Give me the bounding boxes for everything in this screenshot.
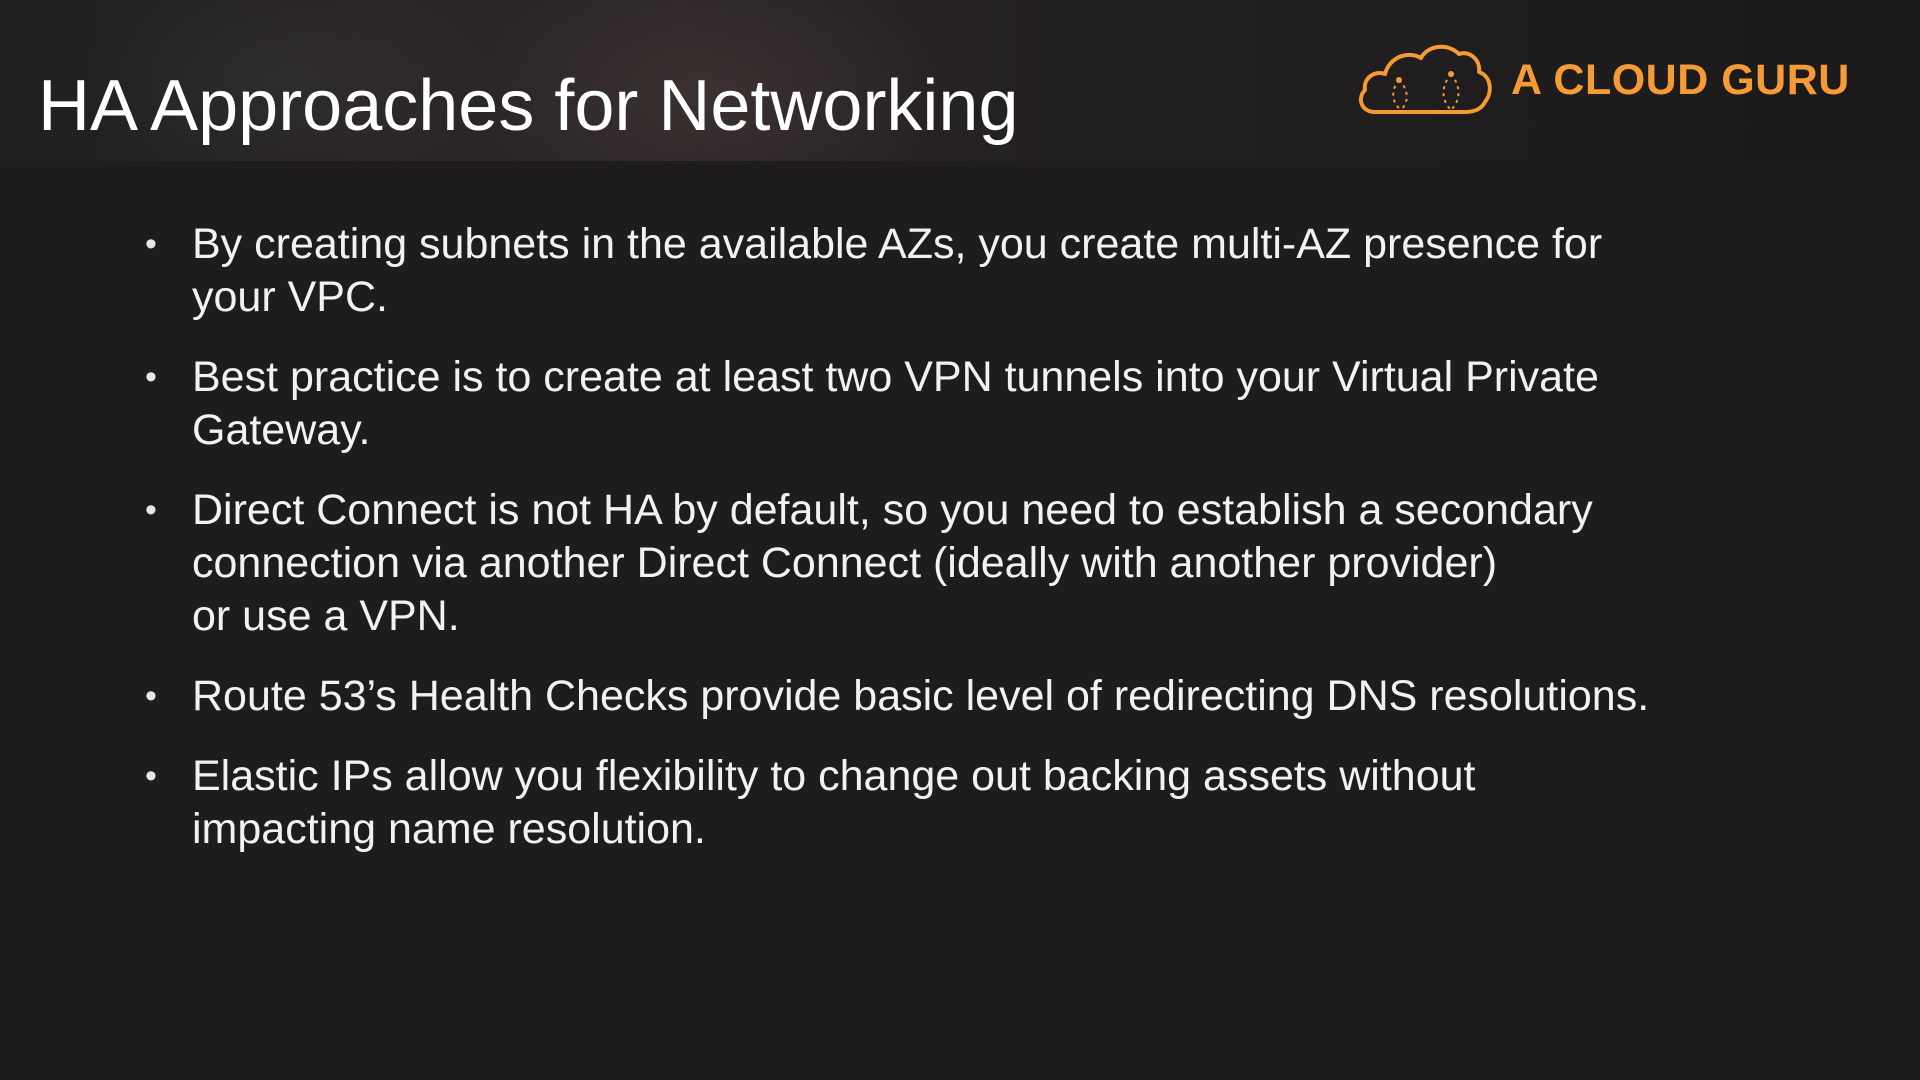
bullet-dot-icon: • bbox=[145, 491, 157, 529]
bullet-dot-icon: • bbox=[145, 757, 157, 795]
slide-header: HA Approaches for Networking A CLOUD GUR… bbox=[0, 0, 1920, 161]
slide-title: HA Approaches for Networking bbox=[38, 66, 1019, 146]
cloud-icon bbox=[1358, 44, 1492, 114]
bullet-dot-icon: • bbox=[145, 225, 157, 263]
bullet-item: • Direct Connect is not HA by default, s… bbox=[140, 484, 1760, 643]
bullet-text: Route 53’s Health Checks provide basic l… bbox=[192, 672, 1650, 720]
bullet-dot-icon: • bbox=[145, 358, 157, 396]
bullet-text: Gateway. bbox=[192, 406, 371, 454]
bullet-text: Best practice is to create at least two … bbox=[192, 353, 1599, 401]
bullet-item: • Best practice is to create at least tw… bbox=[140, 351, 1760, 457]
brand-name: A CLOUD GURU bbox=[1511, 55, 1850, 104]
bullet-text: impacting name resolution. bbox=[192, 805, 706, 853]
bullet-text: your VPC. bbox=[192, 273, 388, 321]
header-video-blur bbox=[470, 0, 950, 161]
bullet-dot-icon: • bbox=[145, 677, 157, 715]
bullet-text: Elastic IPs allow you flexibility to cha… bbox=[192, 752, 1476, 800]
bullet-text: By creating subnets in the available AZs… bbox=[192, 220, 1603, 268]
bullet-item: • Route 53’s Health Checks provide basic… bbox=[140, 670, 1760, 723]
bullet-list: • By creating subnets in the available A… bbox=[140, 218, 1760, 883]
bullet-item: • By creating subnets in the available A… bbox=[140, 218, 1760, 324]
bullet-text: connection via another Direct Connect (i… bbox=[192, 539, 1498, 587]
bullet-item: • Elastic IPs allow you flexibility to c… bbox=[140, 750, 1760, 856]
brand-logo: A CLOUD GURU bbox=[1355, 40, 1850, 120]
header-video-blur bbox=[80, 0, 500, 161]
bullet-text: or use a VPN. bbox=[192, 592, 460, 640]
bullet-text: Direct Connect is not HA by default, so … bbox=[192, 486, 1593, 534]
